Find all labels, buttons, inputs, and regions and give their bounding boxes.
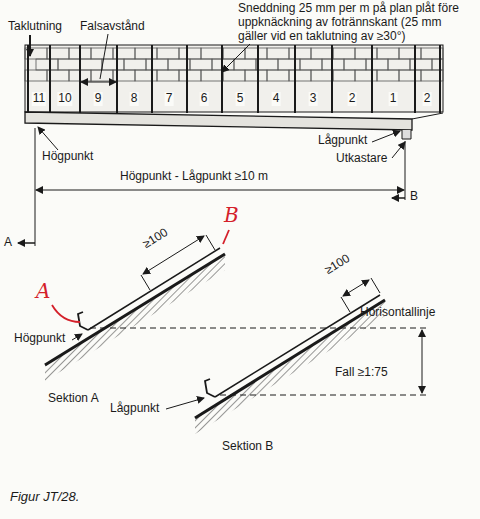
annotation-label: Sektion A [48,392,99,406]
standing-seam [331,45,333,113]
standing-seam [49,45,51,113]
roof-tile [245,70,267,81]
panel-number: 11 [32,92,46,106]
roof-tile [179,48,201,59]
roof-tile [234,59,256,70]
annotation-label: Högpunkt [14,332,65,346]
roof-tile [124,59,146,70]
roof-tile [135,48,157,59]
roof-tile [377,48,399,59]
standing-seam [414,45,416,113]
standing-seam [116,45,118,113]
roof-tile [399,48,421,59]
roof-tile [355,70,377,81]
roof-tile [58,59,80,70]
standing-seam [439,45,441,113]
panel-number: 8 [130,92,139,106]
annotation-label: Taklutning [8,20,62,34]
roof-tile [36,59,58,70]
panel-number: 10 [57,92,72,106]
roof-tile [333,70,355,81]
panel-number: 1 [389,92,398,106]
roof-tile [289,48,311,59]
roof-tile [399,70,421,81]
panel-number: 3 [309,92,318,106]
annotation-label: ≥100 [323,252,353,278]
annotation-label: B [410,190,418,204]
roof-tile [91,70,113,81]
handwritten-mark: A [36,280,50,303]
roof-tile [355,48,377,59]
handwritten-mark: B [224,204,239,227]
standing-seam [186,45,188,113]
roof-tile [201,70,223,81]
annotation-label: ≥100 [141,226,171,252]
standing-seam [27,45,29,113]
roof-tile [223,70,245,81]
standing-seam [151,45,153,113]
figure-caption: Figur JT/28. [10,490,79,505]
annotation-label: Sektion B [222,440,273,454]
panel-number: 6 [200,92,209,106]
roof-tile [278,59,300,70]
annotation-label: Horisontallinje [360,306,435,320]
annotation-label: Lågpunkt [318,134,367,148]
roof-tile [311,70,333,81]
roof-tile [388,59,410,70]
annotation-label: Fall ≥1:75 [335,366,388,380]
roof-tile [201,48,223,59]
annotation-label: Högpunkt - Lågpunkt ≥10 m [120,170,268,184]
roof-tile [157,70,179,81]
roof-sections [45,230,430,434]
roof-tile [333,48,355,59]
roof-tile [432,59,443,70]
panel-number: 7 [165,92,174,106]
annotation-label: Högpunkt [42,150,93,164]
annotation-label: A [4,236,12,250]
roof-tile [179,70,201,81]
panel-number: 2 [423,92,432,106]
roof-tile [311,48,333,59]
panel-number: 9 [94,92,103,106]
roof-tile [146,59,168,70]
roof-tile [190,59,212,70]
annotation-label: Falsavstånd [80,20,145,34]
roof-tile [245,48,267,59]
roof-tile [300,59,322,70]
panel-number: 5 [236,92,245,106]
standing-seam [371,45,373,113]
standing-seam [257,45,259,113]
roof-tile [344,59,366,70]
roof-tile [223,48,245,59]
panel-number: 2 [348,92,357,106]
roof-tile [102,59,124,70]
roof-tile [366,59,388,70]
standing-seam [79,45,81,113]
roof-tile [91,48,113,59]
roof-tile [157,48,179,59]
roof-tile [377,70,399,81]
roof-tile [267,48,289,59]
annotation-label: Utkastare [336,152,387,166]
panel-number: 4 [272,92,281,106]
annotation-label: Lågpunkt [110,402,159,416]
roof-tile [289,70,311,81]
standing-seam [221,45,223,113]
roof-tile [135,70,157,81]
roof-plan [18,34,443,246]
roof-tile [267,70,289,81]
roof-tile [256,59,278,70]
roof-tile [80,59,102,70]
annotation-label: Sneddning 25 mm per m på plan plåt före … [238,2,466,43]
roof-tile [410,59,432,70]
standing-seam [294,45,296,113]
